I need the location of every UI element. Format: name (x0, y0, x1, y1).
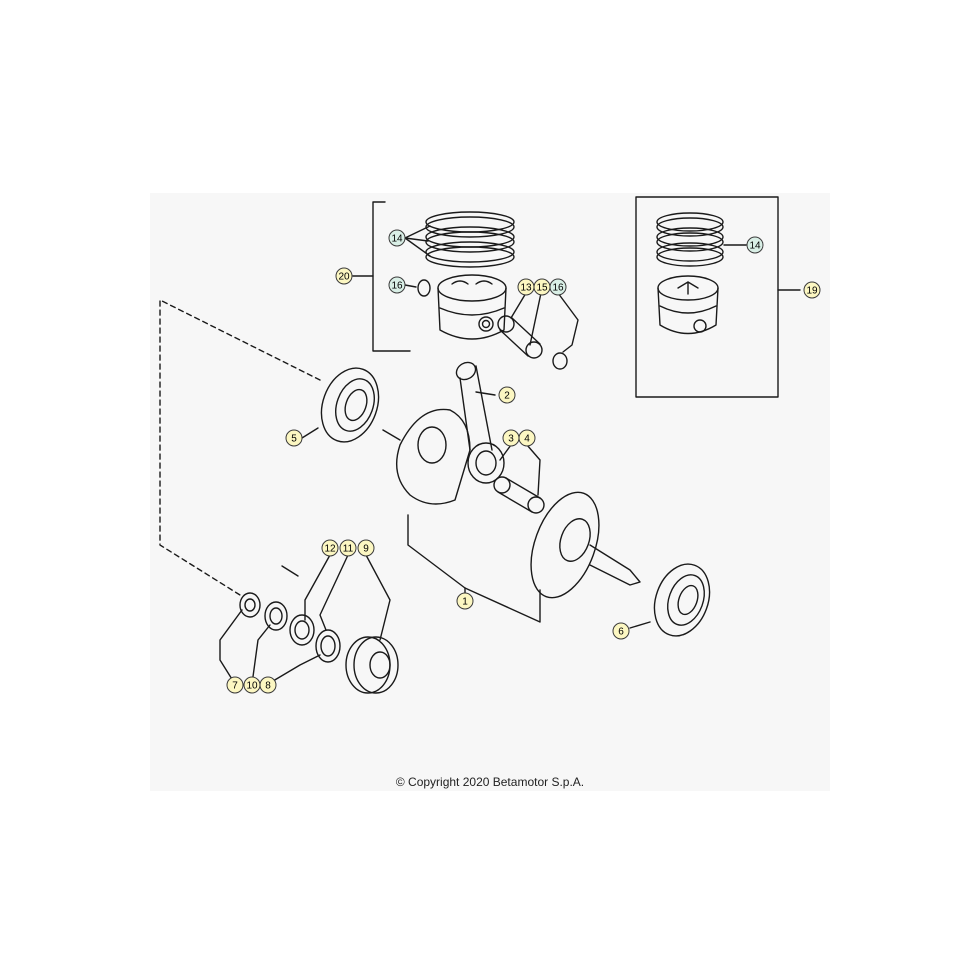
callout-3: 3 (502, 429, 520, 447)
callout-16-left: 16 (388, 276, 406, 294)
svg-text:11: 11 (343, 544, 354, 555)
svg-text:7: 7 (232, 681, 238, 692)
circlip-left (417, 279, 431, 297)
piston-pin (497, 292, 543, 359)
callout-10: 10 (243, 676, 261, 694)
svg-text:12: 12 (324, 544, 336, 555)
piston-kit-box (635, 196, 801, 398)
callout-14-box: 14 (746, 236, 764, 254)
callout-8: 8 (259, 676, 277, 694)
assembly-bracket (407, 514, 541, 623)
svg-text:13: 13 (520, 283, 532, 294)
callouts: 14 20 16 13 15 16 14 19 2 5 3 4 12 11 9 … (226, 229, 821, 694)
connecting-rod (455, 361, 505, 484)
callout-1: 1 (456, 592, 474, 610)
callout-5: 5 (285, 429, 303, 447)
svg-text:3: 3 (508, 434, 514, 445)
callout-15: 15 (533, 278, 551, 296)
callout-12: 12 (321, 539, 339, 557)
svg-text:4: 4 (524, 434, 530, 445)
circlip-right (552, 352, 568, 370)
svg-text:8: 8 (265, 681, 271, 692)
crank-wheel-right (530, 491, 641, 599)
svg-text:9: 9 (363, 544, 369, 555)
callout-6: 6 (612, 622, 630, 640)
callout-13: 13 (517, 278, 535, 296)
svg-text:15: 15 (536, 283, 548, 294)
svg-text:16: 16 (391, 281, 403, 292)
callout-2: 2 (498, 386, 516, 404)
lock-washer (315, 629, 341, 663)
svg-text:20: 20 (338, 272, 350, 283)
callout-19: 19 (803, 281, 821, 299)
svg-text:14: 14 (391, 234, 403, 245)
nut (239, 592, 261, 618)
primary-gear (345, 636, 399, 694)
svg-text:10: 10 (246, 681, 258, 692)
piston-rings-group (404, 211, 515, 268)
washer (289, 614, 315, 646)
piston-kit-bracket (352, 201, 411, 352)
callout-11: 11 (339, 539, 357, 557)
key-pin (281, 565, 299, 577)
bearing-right (629, 563, 711, 637)
callout-14-top: 14 (388, 229, 406, 247)
callout-16-right: 16 (549, 278, 567, 296)
svg-text:6: 6 (618, 627, 624, 638)
bearing-left (301, 367, 380, 443)
dashed-leader (159, 299, 321, 596)
svg-text:19: 19 (806, 286, 818, 297)
piston (437, 274, 507, 340)
callout-4: 4 (518, 429, 536, 447)
spacer (264, 601, 288, 631)
svg-text:2: 2 (504, 391, 510, 402)
crank-wheel-left (382, 408, 471, 505)
copyright-notice: © Copyright 2020 Betamotor S.p.A. (395, 775, 585, 789)
svg-text:1: 1 (462, 597, 468, 608)
svg-text:5: 5 (291, 434, 297, 445)
svg-text:14: 14 (749, 241, 761, 252)
callout-20: 20 (335, 267, 353, 285)
callout-9: 9 (357, 539, 375, 557)
callout-7: 7 (226, 676, 244, 694)
svg-text:16: 16 (552, 283, 564, 294)
crank-pin (493, 444, 545, 514)
